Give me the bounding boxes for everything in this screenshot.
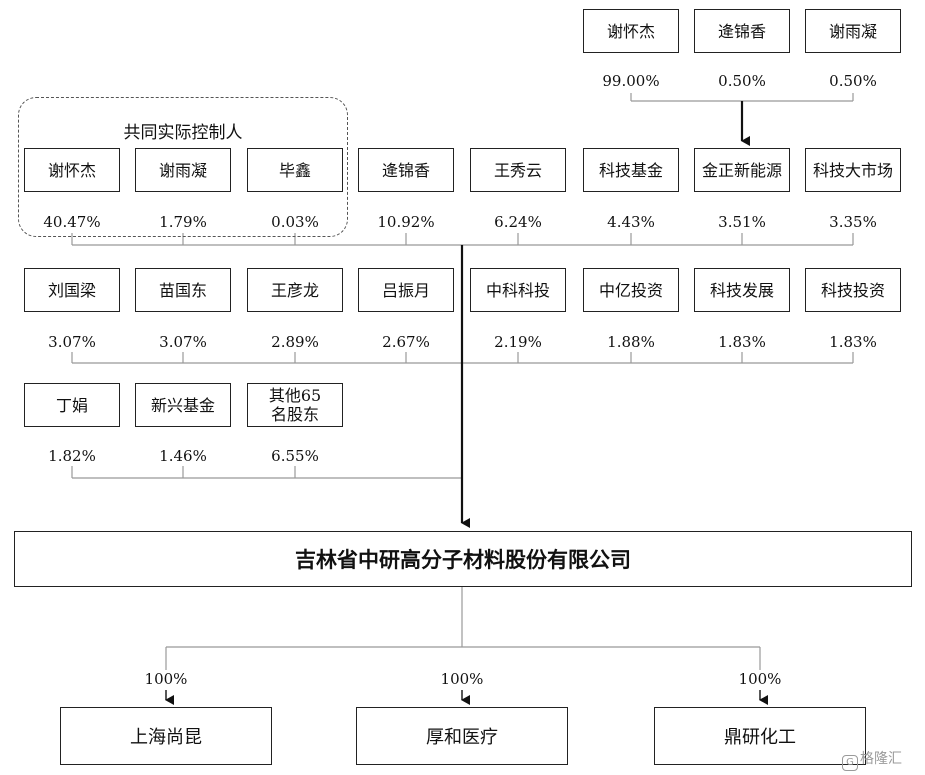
- shareholder-name: 科技基金: [598, 160, 663, 180]
- shareholder-name: 科技投资: [820, 280, 885, 300]
- subsidiary-pct: 100%: [144, 670, 188, 688]
- shareholder-box: 谢雨凝: [135, 148, 231, 192]
- top-shareholder-pct: 0.50%: [829, 72, 877, 90]
- shareholder-box: 其他65名股东: [247, 383, 343, 427]
- shareholder-name: 谢怀杰: [47, 160, 96, 180]
- shareholder-pct: 3.07%: [159, 333, 207, 351]
- shareholder-pct: 2.19%: [494, 333, 542, 351]
- shareholder-box: 金正新能源: [694, 148, 790, 192]
- shareholder-name: 新兴基金: [150, 395, 215, 415]
- top-shareholder-pct: 0.50%: [718, 72, 766, 90]
- shareholder-pct: 1.46%: [159, 447, 207, 465]
- shareholder-box: 谢怀杰: [24, 148, 120, 192]
- shareholder-name: 丁娟: [55, 395, 88, 415]
- shareholder-pct: 2.67%: [382, 333, 430, 351]
- g-logo-icon: G: [842, 755, 858, 771]
- shareholder-name: 中科科投: [485, 280, 550, 300]
- shareholder-box: 科技发展: [694, 268, 790, 312]
- shareholder-box: 科技基金: [583, 148, 679, 192]
- shareholder-name: 科技大市场: [812, 160, 893, 180]
- shareholder-name: 吕振月: [381, 280, 430, 300]
- shareholder-name: 谢怀杰: [606, 21, 655, 41]
- shareholder-box: 王彦龙: [247, 268, 343, 312]
- shareholder-pct: 0.03%: [271, 213, 319, 231]
- subsidiary-box: 鼎研化工: [654, 707, 866, 765]
- subsidiary-name: 厚和医疗: [426, 727, 498, 748]
- shareholder-name: 谢雨凝: [828, 21, 877, 41]
- shareholder-box: 刘国梁: [24, 268, 120, 312]
- subsidiary-name: 上海尚昆: [130, 727, 202, 748]
- shareholder-pct: 1.82%: [48, 447, 96, 465]
- shareholder-name: 刘国梁: [47, 280, 96, 300]
- shareholder-name: 其他65名股东: [268, 386, 322, 424]
- joint-controllers-frame: [18, 97, 348, 237]
- subsidiary-box: 上海尚昆: [60, 707, 272, 765]
- watermark-text: 格隆汇: [860, 751, 902, 767]
- shareholder-pct: 3.35%: [829, 213, 877, 231]
- shareholder-box: 吕振月: [358, 268, 454, 312]
- shareholder-pct: 2.89%: [271, 333, 319, 351]
- shareholder-box: 科技投资: [805, 268, 901, 312]
- company-box: 吉林省中研高分子材料股份有限公司: [14, 531, 912, 587]
- shareholder-pct: 4.43%: [607, 213, 655, 231]
- shareholder-pct: 10.92%: [377, 213, 435, 231]
- shareholder-box: 新兴基金: [135, 383, 231, 427]
- subsidiary-pct: 100%: [738, 670, 782, 688]
- shareholder-pct: 1.88%: [607, 333, 655, 351]
- shareholder-pct: 1.79%: [159, 213, 207, 231]
- shareholder-pct: 1.83%: [829, 333, 877, 351]
- shareholder-pct: 40.47%: [43, 213, 101, 231]
- shareholder-box: 中亿投资: [583, 268, 679, 312]
- shareholder-box: 苗国东: [135, 268, 231, 312]
- shareholder-name: 中亿投资: [598, 280, 663, 300]
- shareholder-name: 逄锦香: [381, 160, 430, 180]
- top-shareholder-box: 谢雨凝: [805, 9, 901, 53]
- shareholder-box: 王秀云: [470, 148, 566, 192]
- shareholder-name: 苗国东: [158, 280, 207, 300]
- shareholder-pct: 3.07%: [48, 333, 96, 351]
- shareholder-name: 王彦龙: [270, 280, 319, 300]
- shareholder-pct: 1.83%: [718, 333, 766, 351]
- shareholder-name: 谢雨凝: [158, 160, 207, 180]
- shareholder-box: 科技大市场: [805, 148, 901, 192]
- shareholder-pct: 6.55%: [271, 447, 319, 465]
- shareholder-name: 逄锦香: [717, 21, 766, 41]
- shareholder-pct: 3.51%: [718, 213, 766, 231]
- joint-controllers-label: 共同实际控制人: [123, 123, 243, 143]
- shareholder-box: 丁娟: [24, 383, 120, 427]
- subsidiary-box: 厚和医疗: [356, 707, 568, 765]
- company-name: 吉林省中研高分子材料股份有限公司: [295, 548, 631, 572]
- shareholder-name: 金正新能源: [701, 160, 782, 180]
- shareholder-box: 逄锦香: [358, 148, 454, 192]
- shareholder-name: 王秀云: [493, 160, 542, 180]
- top-shareholder-box: 逄锦香: [694, 9, 790, 53]
- subsidiary-pct: 100%: [440, 670, 484, 688]
- shareholder-box: 毕鑫: [247, 148, 343, 192]
- shareholder-name: 科技发展: [709, 280, 774, 300]
- shareholder-pct: 6.24%: [494, 213, 542, 231]
- shareholder-box: 中科科投: [470, 268, 566, 312]
- subsidiary-name: 鼎研化工: [724, 727, 796, 748]
- shareholder-name: 毕鑫: [278, 160, 311, 180]
- top-shareholder-pct: 99.00%: [602, 72, 660, 90]
- top-shareholder-box: 谢怀杰: [583, 9, 679, 53]
